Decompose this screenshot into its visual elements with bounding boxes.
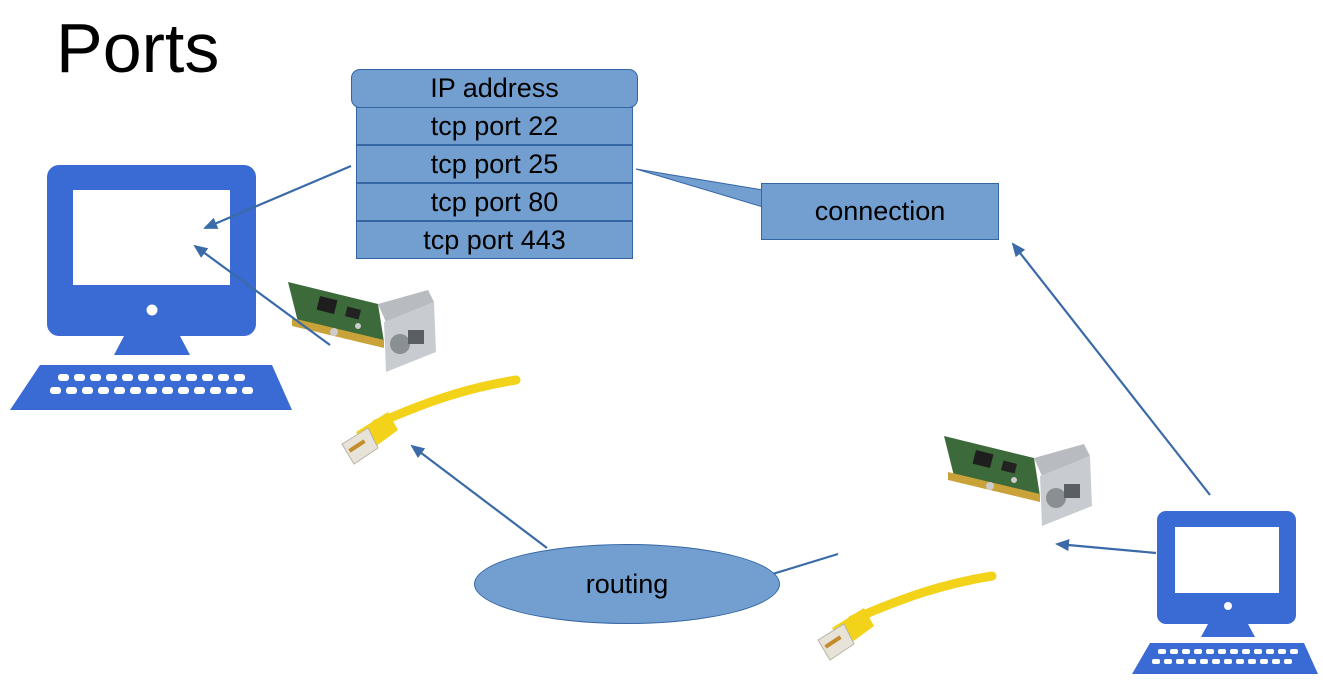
connection-box: connection bbox=[761, 183, 999, 240]
page-title: Ports bbox=[56, 9, 220, 87]
port-row: tcp port 80 bbox=[356, 183, 633, 221]
ethernet-cable-image bbox=[818, 576, 992, 660]
port-row: tcp port 22 bbox=[356, 107, 633, 145]
arrow-port-to-computer bbox=[203, 164, 352, 230]
arrow-routing-to-cable bbox=[410, 444, 548, 549]
arrow-computer-to-connection bbox=[1011, 242, 1211, 496]
ip-address-header: IP address bbox=[351, 69, 638, 108]
ethernet-cable-image bbox=[342, 380, 516, 464]
arrow-computer-to-nic bbox=[1055, 539, 1157, 555]
port-row: tcp port 25 bbox=[356, 145, 633, 183]
computer-icon bbox=[1132, 511, 1318, 674]
port-row: tcp port 443 bbox=[356, 221, 633, 259]
network-card-image bbox=[944, 436, 1092, 526]
arrow-nic-to-computer bbox=[193, 244, 331, 346]
computer-icon bbox=[10, 165, 292, 410]
connection-callout-pointer bbox=[635, 168, 764, 208]
network-card-image bbox=[288, 282, 436, 372]
routing-ellipse: routing bbox=[474, 544, 780, 624]
